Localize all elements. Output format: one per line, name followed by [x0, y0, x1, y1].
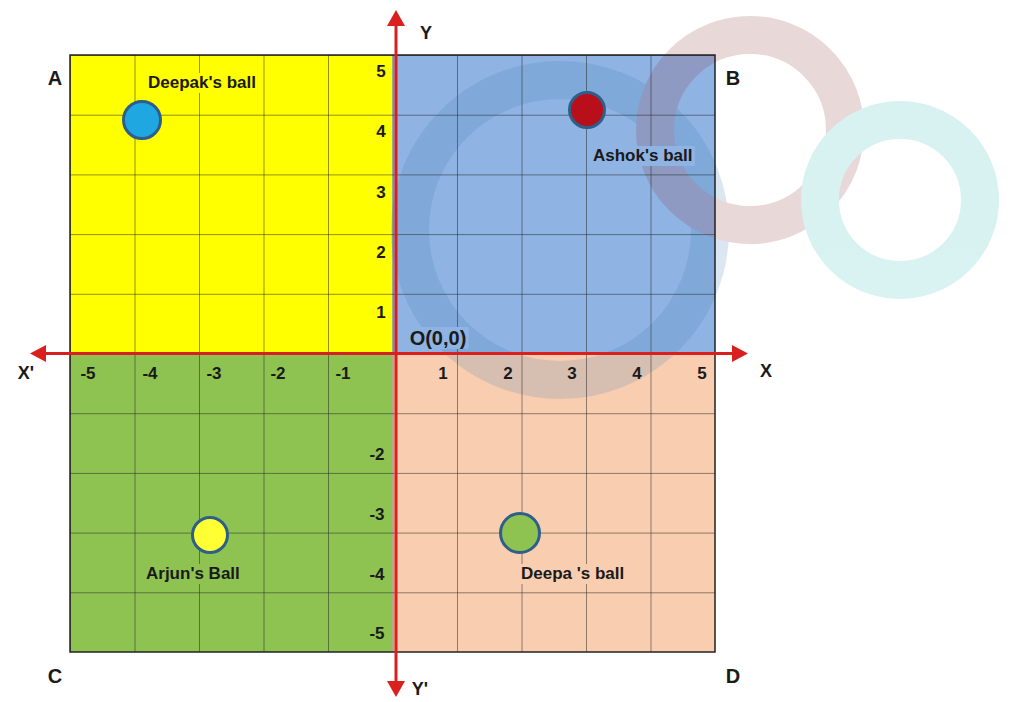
tick-number: 5: [374, 63, 387, 82]
tick-number: 2: [501, 365, 514, 384]
corner-letter: B: [724, 67, 742, 89]
tick-number: -1: [333, 365, 352, 384]
tick-number: 4: [374, 123, 387, 142]
corner-letter: D: [724, 665, 742, 687]
origin-label: O(0,0): [408, 327, 469, 349]
tick-number: -5: [78, 365, 97, 384]
tick-number: 4: [630, 365, 643, 384]
tick-number: -4: [140, 365, 159, 384]
corner-letter: A: [46, 67, 64, 89]
tick-number: -3: [367, 506, 386, 525]
tick-number: 3: [374, 184, 387, 203]
tick-number: 3: [565, 365, 578, 384]
ball-shape: [568, 91, 606, 129]
axis-name: Y: [418, 24, 434, 44]
ball-label: Deepak's ball: [145, 73, 259, 93]
tick-number: 1: [374, 304, 387, 323]
ball-label: Ashok's ball: [590, 146, 695, 166]
axis-name: Y': [410, 680, 430, 700]
axis-name: X: [758, 362, 774, 382]
ball: Deepak's ball: [122, 100, 162, 140]
tick-number: 2: [374, 244, 387, 263]
ball-shape: [191, 516, 229, 554]
tick-number: -5: [367, 625, 386, 644]
ball: Arjun's Ball: [191, 516, 229, 554]
tick-number: -2: [268, 365, 287, 384]
ball-shape: [499, 512, 541, 554]
tick-number: -3: [204, 365, 223, 384]
tick-number: -4: [367, 566, 386, 585]
ball-label: Deepa 's ball: [518, 564, 627, 584]
ball-label: Arjun's Ball: [143, 564, 243, 584]
ball: Ashok's ball: [568, 91, 606, 129]
corner-letter: C: [46, 665, 64, 687]
ball-shape: [122, 100, 162, 140]
axis-name: X': [16, 364, 36, 384]
ball: Deepa 's ball: [499, 512, 541, 554]
tick-number: 5: [695, 365, 708, 384]
tick-number: 1: [436, 365, 449, 384]
tick-number: -2: [367, 446, 386, 465]
